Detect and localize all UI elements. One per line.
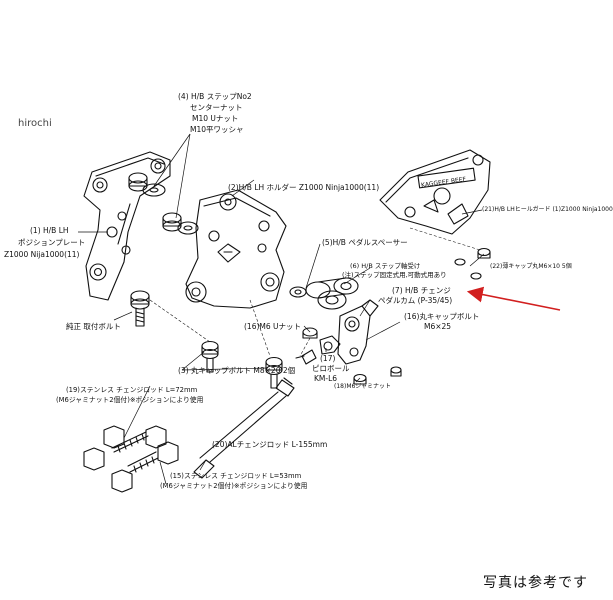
genuine-bolt-drawing [130, 290, 150, 327]
label-p4-line3: M10 Uナット [192, 114, 239, 123]
label-p4-line4: M10平ワッシャ [190, 125, 244, 134]
label-p20: (20)ALチェンジロッド L-155mm [212, 440, 328, 449]
label-p17-line1: (17) [320, 354, 336, 363]
lh-holder-drawing [185, 189, 287, 309]
rod-53-drawing [111, 441, 179, 493]
diagram-drawing [78, 133, 561, 493]
label-p4-line2: センターナット [190, 103, 243, 112]
label-p15-line1: (15)ステンレス チェンジロッド L=53mm [170, 472, 302, 480]
label-p16-line2: M6×25 [424, 322, 452, 331]
rod-72-drawing [83, 425, 167, 471]
label-p21: (21)H/B LHヒールガード (1)Z1000 Ninja1000 [482, 206, 613, 213]
label-p5: (5)H/B ペダルスペーサー [322, 238, 408, 247]
label-p17-line2: ピロボール [312, 364, 350, 373]
label-p19-line1: (19)ステンレス チェンジロッド L=72mm [66, 386, 198, 394]
label-p22: (22)薄キャップ丸M6×10 5個 [490, 263, 572, 270]
label-p17-line3: KM-L6 [314, 374, 338, 383]
center-lines [149, 227, 481, 357]
heel-guard-bolts-drawing [454, 247, 491, 280]
holder-bolts-drawing [201, 340, 283, 389]
watermark: hirochi [18, 118, 52, 129]
label-p7-line2: ペダルカム (P-35/45) [378, 296, 453, 305]
label-p16-line1: (16)丸キャップボルト [404, 312, 480, 321]
position-plate-drawing [83, 151, 171, 301]
leader-lines [78, 133, 485, 485]
heel-guard-drawing [379, 149, 491, 235]
label-p18: (18)M6ジャミナット [334, 383, 392, 390]
label-p15-line2: (M6ジャミナット2個付)※ポジションにより使用 [160, 482, 308, 490]
pedal-spacer-drawing [289, 277, 359, 310]
label-p4-line1: (4) H/B ステップNo2 [178, 92, 252, 101]
label-p16b: (16)M6 Uナット [244, 322, 302, 331]
parts-diagram: KAGGEEF BEEF hirochi (4) H/B ステップNo2 センタ… [4, 92, 613, 591]
label-p7-line1: (7) H/B チェンジ [392, 286, 451, 295]
label-p2: (2)H/B LH ホルダー Z1000 Ninja1000(11) [228, 183, 380, 192]
change-pedal-cam-drawing [337, 299, 379, 365]
footer-note: 写真は参考です [483, 575, 588, 591]
label-p19-line2: (M6ジャミナット2個付)※ポジションにより使用 [56, 396, 204, 404]
pillow-ball-drawing [295, 327, 402, 385]
center-nut-drawing [128, 172, 199, 235]
label-genuine-bolt: 純正 取付ボルト [66, 322, 121, 331]
label-p1-line1: (1) H/B LH [30, 226, 69, 235]
label-p1-line2: ポジションプレート [18, 238, 86, 247]
label-p6-line1: (6) H/B ステップ軸受け [350, 262, 421, 270]
label-p6-line2: (注)ステップ固定式用,可動式用あり [342, 271, 447, 279]
highlight-arrow [466, 286, 561, 311]
label-p3: (3) 丸キャップボルト M8×20 2個 [178, 366, 296, 375]
al-rod-drawing [193, 377, 295, 479]
label-p1-line3: Z1000 Nija1000(11) [4, 250, 80, 259]
